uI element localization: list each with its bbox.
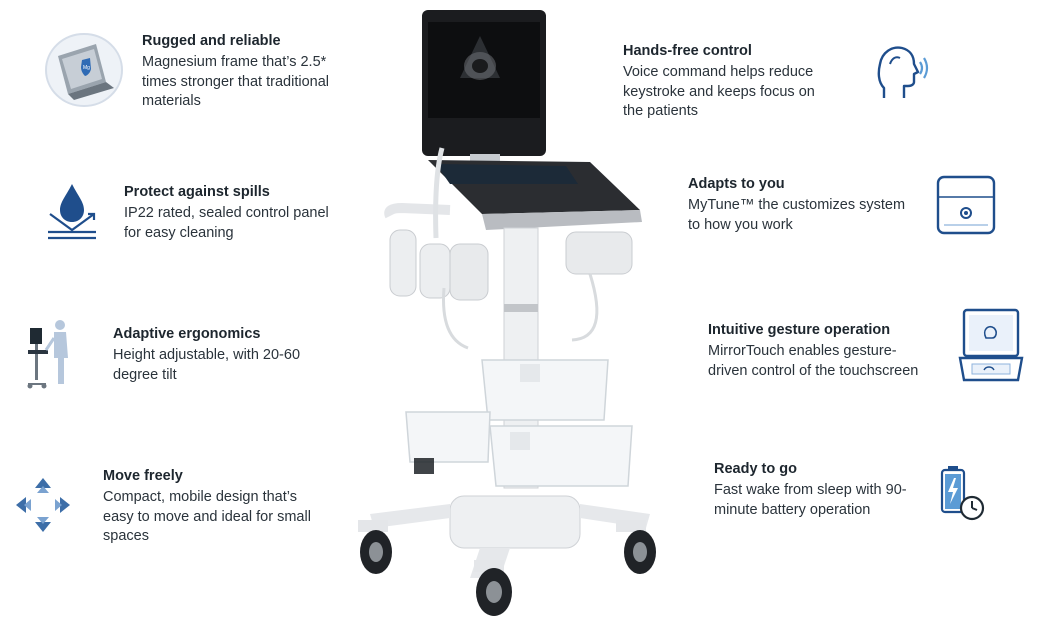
water-drop-icon xyxy=(44,180,100,242)
feature-description: MirrorTouch enables gesture- driven cont… xyxy=(708,343,919,379)
feature-description: Compact, mobile design that’s easy to mo… xyxy=(103,489,311,544)
feature-ready: Ready to go Fast wake from sleep with 90… xyxy=(714,460,929,520)
feature-gesture: Intuitive gesture operation MirrorTouch … xyxy=(708,321,938,381)
feature-handsfree: Hands-free control Voice command helps r… xyxy=(623,42,836,122)
laptop-gesture-icon xyxy=(958,308,1024,384)
feature-title: Hands-free control xyxy=(623,43,752,59)
feature-title: Adaptive ergonomics xyxy=(113,326,261,342)
svg-text:Mg: Mg xyxy=(83,65,90,71)
laptop-shield-icon: Mg xyxy=(44,32,124,108)
feature-description: MyTune™ the customizes system to how you… xyxy=(688,197,906,233)
standing-workstation-icon xyxy=(26,318,78,390)
feature-title: Adapts to you xyxy=(688,176,785,192)
feature-description: Magnesium frame that’s 2.5* times strong… xyxy=(142,54,329,109)
feature-title: Ready to go xyxy=(714,461,797,477)
feature-description: Height adjustable, with 20-60 degree til… xyxy=(113,347,301,383)
feature-adapts: Adapts to you MyTune™ the customizes sys… xyxy=(688,175,918,235)
feature-ergonomics: Adaptive ergonomics Height adjustable, w… xyxy=(113,325,333,385)
feature-title: Move freely xyxy=(103,468,183,484)
feature-spills: Protect against spills IP22 rated, seale… xyxy=(124,183,354,243)
voice-head-icon xyxy=(874,42,932,102)
feature-title: Rugged and reliable xyxy=(142,33,281,49)
battery-clock-icon xyxy=(940,464,986,522)
custom-device-icon xyxy=(936,175,996,235)
feature-description: Fast wake from sleep with 90- minute bat… xyxy=(714,482,907,518)
ultrasound-cart-image xyxy=(350,8,670,620)
feature-description: Voice command helps reduce keystroke and… xyxy=(623,64,815,119)
move-arrows-icon xyxy=(14,476,72,534)
feature-title: Intuitive gesture operation xyxy=(708,322,891,338)
feature-description: IP22 rated, sealed control panel for eas… xyxy=(124,205,329,241)
feature-rugged: Rugged and reliable Magnesium frame that… xyxy=(142,32,357,112)
feature-move: Move freely Compact, mobile design that’… xyxy=(103,467,328,547)
feature-title: Protect against spills xyxy=(124,184,270,200)
